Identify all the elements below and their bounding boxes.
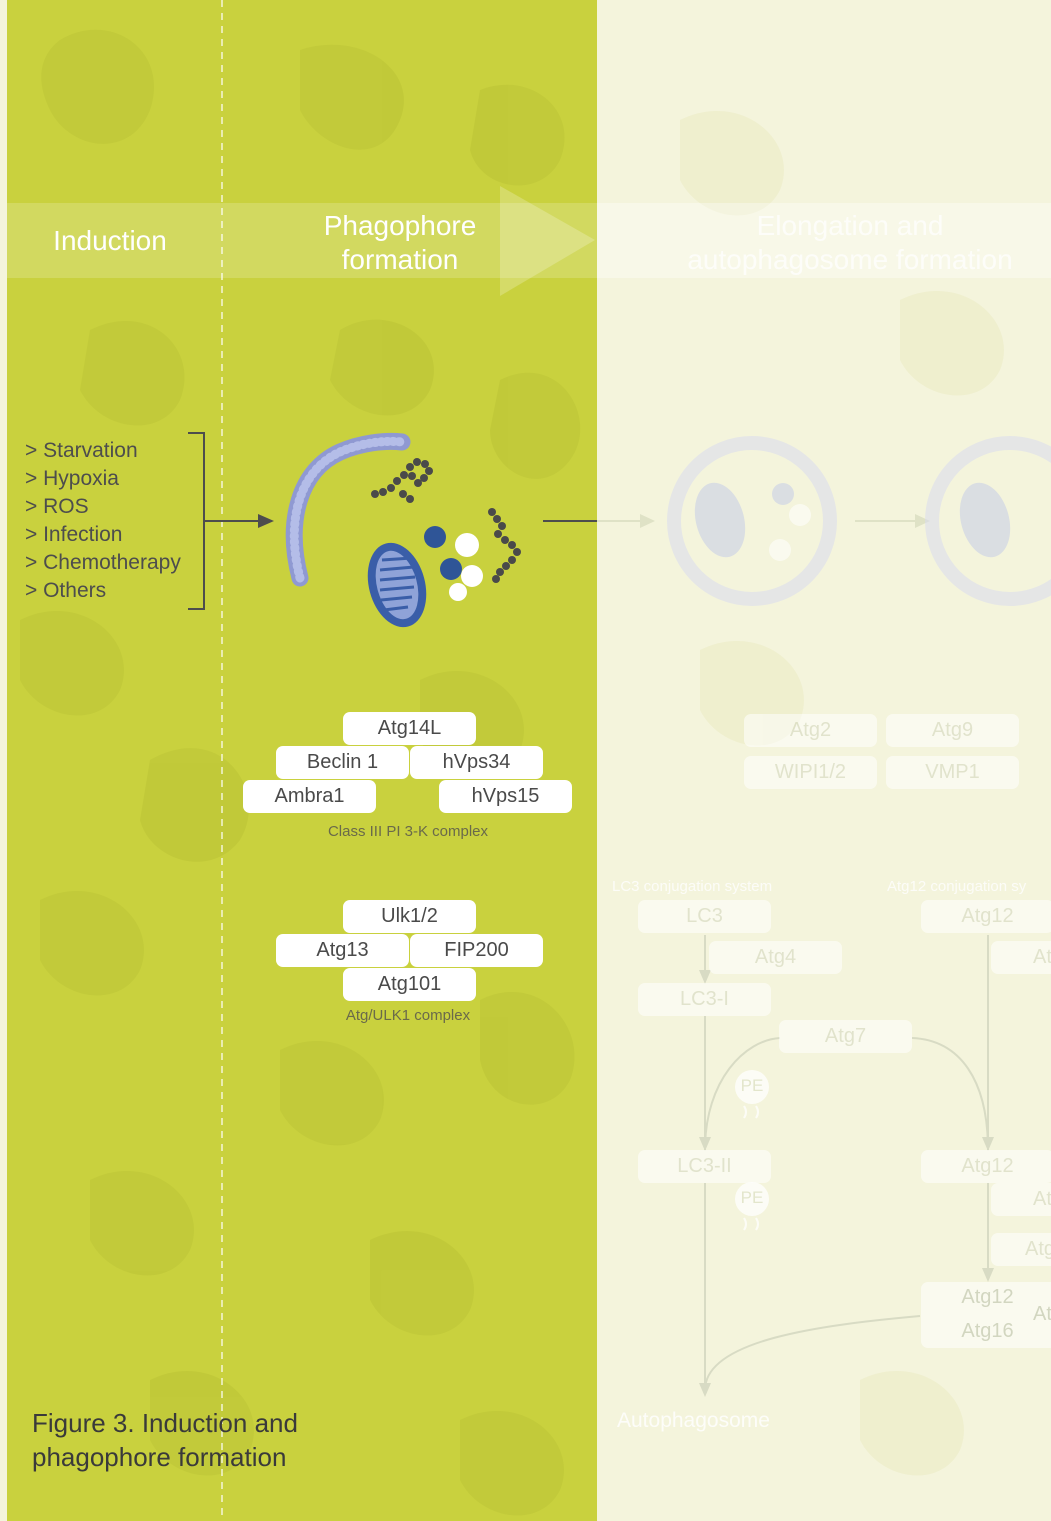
stage-elongation-label-2: autophagosome formation xyxy=(687,244,1013,275)
atg12-system-title: Atg12 conjugation sy xyxy=(887,878,1027,895)
induction-arrow xyxy=(258,514,274,528)
inducer-item: > Chemotherapy xyxy=(25,551,181,574)
protein-vmp1: VMP1 xyxy=(886,756,1019,789)
protein-ambra1: Ambra1 xyxy=(243,780,376,813)
inducer-item: > Hypoxia xyxy=(25,467,119,490)
mitochondrion xyxy=(367,542,427,628)
inducer-item: > Infection xyxy=(25,523,123,546)
vesicle xyxy=(424,526,446,548)
protein-atg9: Atg9 xyxy=(886,714,1019,747)
protein-ulk12: Ulk1/2 xyxy=(343,900,476,933)
protein-atg16: Atg16 xyxy=(961,1320,1014,1342)
protein-beclin1: Beclin 1 xyxy=(276,746,409,779)
pe-label: PE xyxy=(740,1076,764,1095)
protein-hvps34: hVps34 xyxy=(410,746,543,779)
stage-banner xyxy=(7,203,597,278)
atg12-atg16-complex xyxy=(921,1282,1051,1348)
conjugation-lines xyxy=(704,935,989,1391)
protein-lc3-ii: LC3-II xyxy=(638,1150,771,1183)
stage-phagophore-label-1: Phagophore xyxy=(323,210,477,241)
protein-atg4: Atg4 xyxy=(709,941,842,974)
inducer-item: > Others xyxy=(25,579,107,602)
protein-wipi12: WIPI1/2 xyxy=(744,756,877,789)
stage-phagophore-label-2: formation xyxy=(341,244,459,275)
lc3-system-title: LC3 conjugation system xyxy=(612,878,773,895)
protein-atg101: Atg101 xyxy=(343,968,476,1001)
banner-arrowhead xyxy=(500,186,595,296)
ulk-complex-caption: Atg/ULK1 complex xyxy=(345,1007,471,1024)
stage-elongation-label-1: Elongation and xyxy=(756,210,944,241)
protein-atg12: Atg12 xyxy=(961,1286,1014,1308)
inducer-item: > ROS xyxy=(25,495,89,518)
protein-atg-partial: At xyxy=(991,1183,1051,1216)
figure-caption-line-2: phagophore formation xyxy=(32,1442,287,1472)
pi3k-complex-caption: Class III PI 3-K complex xyxy=(327,823,489,840)
protein-atg14l: Atg14L xyxy=(343,712,476,745)
protein-atg7: Atg7 xyxy=(779,1020,912,1053)
protein-atg12: Atg12 xyxy=(921,1150,1051,1183)
protein-lc3: LC3 xyxy=(638,900,771,933)
protein-atg-partial: At xyxy=(991,941,1051,974)
stage-induction-label: Induction xyxy=(53,225,167,256)
inducer-item: > Starvation xyxy=(25,439,138,462)
protein-atg2: Atg2 xyxy=(744,714,877,747)
protein-fip200: FIP200 xyxy=(410,934,543,967)
pe-label: PE xyxy=(740,1188,764,1207)
protein-lc3-i: LC3-I xyxy=(638,983,771,1016)
autophagosome-faded xyxy=(667,436,1051,606)
protein-atg-partial: At xyxy=(1033,1303,1051,1325)
texture-blobs xyxy=(20,29,581,1516)
figure-caption-line-1: Figure 3. Induction and xyxy=(32,1408,298,1438)
protein-atg-partial: Atg xyxy=(991,1233,1051,1266)
protein-atg13: Atg13 xyxy=(276,934,409,967)
protein-hvps15: hVps15 xyxy=(439,780,572,813)
protein-atg12: Atg12 xyxy=(921,900,1051,933)
autophagosome-label: Autophagosome xyxy=(617,1409,770,1432)
protein-aggregate xyxy=(371,458,521,583)
